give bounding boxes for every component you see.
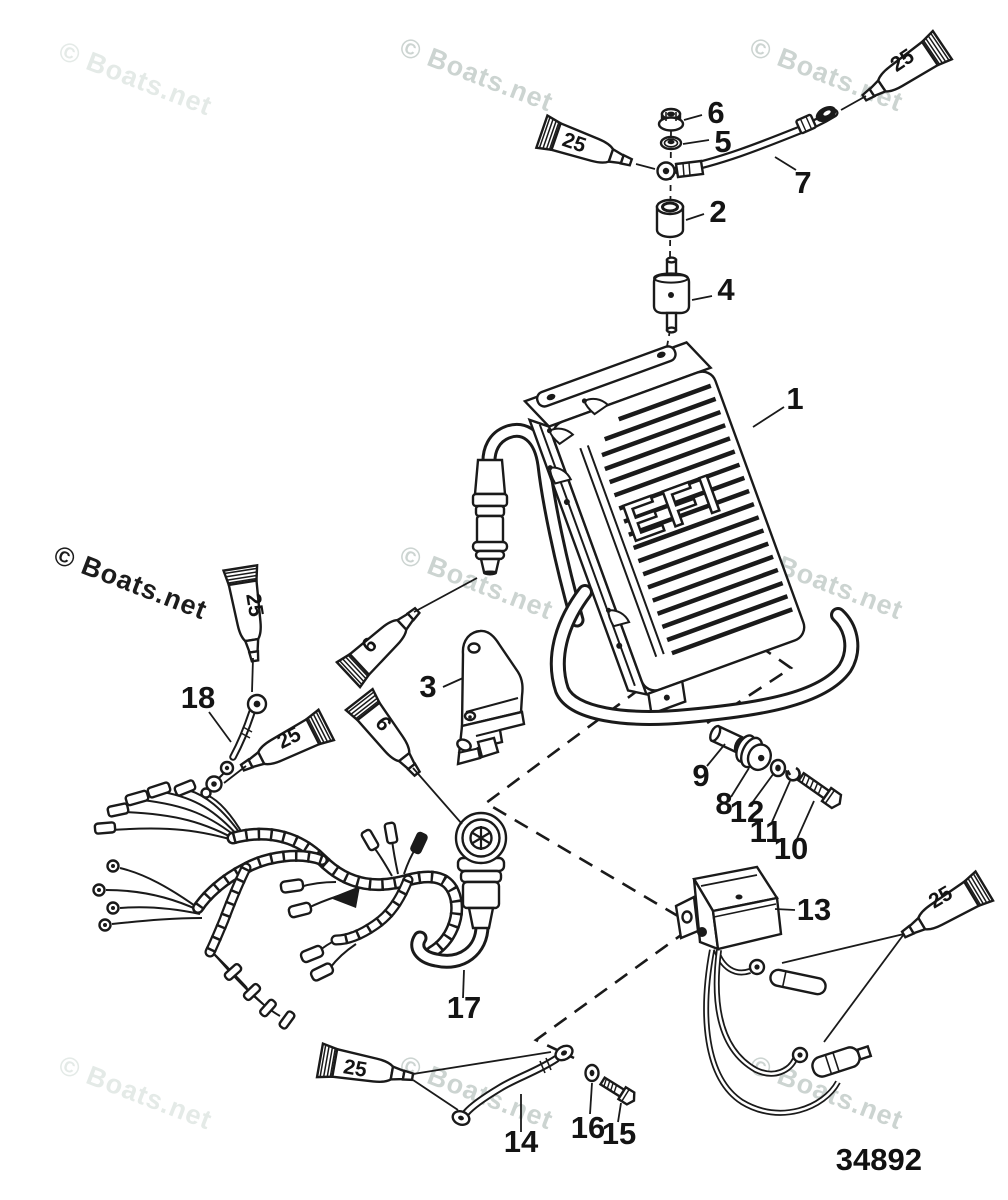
callout-1: 1	[752, 381, 804, 428]
lock-washer-11	[785, 766, 801, 782]
callout-number: 18	[181, 680, 215, 715]
callout-number: 15	[602, 1116, 636, 1151]
sealant-tube-25-bottom: 25	[315, 1042, 552, 1111]
sealant-tube-25-left-vertical: 25	[222, 564, 274, 693]
callout-4: 4	[691, 272, 735, 307]
callout-number: 2	[709, 194, 726, 229]
callout-17: 17	[447, 969, 481, 1025]
callout-number: 14	[504, 1124, 539, 1159]
harness-terminals-top	[93, 779, 212, 835]
callout-6: 6	[683, 95, 725, 130]
module-cable-connector	[471, 458, 509, 576]
callout-5: 5	[682, 124, 732, 159]
tube-label: 25	[241, 592, 267, 619]
callout-9: 9	[692, 743, 726, 793]
grommet-8	[735, 734, 772, 772]
callout-number: 6	[707, 95, 724, 130]
washer-5	[659, 135, 683, 151]
callout-number: 10	[774, 831, 808, 866]
callout-8: 8	[715, 767, 750, 821]
callout-13: 13	[774, 892, 831, 927]
harness-main-connector	[410, 811, 508, 969]
callout-10: 10	[774, 800, 815, 866]
harness-bullet-terminals-center	[279, 878, 360, 982]
callout-number: 9	[692, 758, 709, 793]
ground-strap-7	[656, 105, 839, 181]
sealant-tube-6-upper: 6	[335, 577, 478, 689]
module-flag-tabs	[545, 396, 633, 631]
module-cooling-fins	[601, 383, 793, 656]
locknut-6	[657, 107, 685, 132]
callout-number: 11	[750, 814, 783, 849]
harness-trunk	[192, 827, 464, 959]
isolator-mount-4	[652, 256, 691, 334]
sealant-tube-25-top-left: 25	[535, 114, 656, 180]
screw-15	[598, 1075, 636, 1106]
callout-number: 5	[714, 124, 731, 159]
bolt-10	[796, 771, 843, 810]
sealant-tube-6-lower: 6	[344, 687, 463, 825]
tube-label: 25	[342, 1055, 369, 1082]
spacer-2	[655, 198, 685, 239]
assembly-centerline	[665, 129, 672, 353]
harness-terminals-lower-left	[223, 963, 296, 1030]
efi-module: EFI	[471, 341, 860, 726]
callout-18: 18	[181, 680, 232, 743]
callout-number: 1	[786, 381, 803, 416]
callout-14: 14	[504, 1094, 539, 1159]
callout-16: 16	[571, 1082, 605, 1145]
callout-number: 8	[715, 786, 732, 821]
mounting-bracket-3	[456, 629, 526, 766]
ground-strap-14	[451, 1044, 574, 1126]
callout-number: 4	[717, 272, 735, 307]
module-bottom-hose	[549, 584, 860, 726]
component-box-13	[674, 865, 873, 1116]
callout-12: 12	[730, 772, 775, 829]
callout-3: 3	[419, 669, 464, 704]
harness-ring-terminals-left	[92, 859, 120, 932]
callout-7: 7	[774, 156, 812, 200]
callout-number: 7	[794, 165, 811, 200]
callout-number: 3	[419, 669, 436, 704]
wiring-harness-17	[92, 779, 508, 1030]
callout-number: 16	[571, 1110, 605, 1145]
callout-2: 2	[685, 194, 727, 229]
callout-number: 13	[797, 892, 831, 927]
ground-strap-18	[205, 693, 268, 793]
box-wires	[703, 947, 873, 1116]
washer-16	[584, 1063, 600, 1083]
drawing-number: 34892	[836, 1142, 922, 1177]
callout-number: 12	[730, 794, 764, 829]
washer-12	[769, 758, 787, 778]
callout-number: 17	[447, 990, 481, 1025]
callout-15: 15	[602, 1102, 636, 1151]
harness-terminals-right	[360, 821, 428, 855]
callout-11: 11	[750, 780, 791, 849]
